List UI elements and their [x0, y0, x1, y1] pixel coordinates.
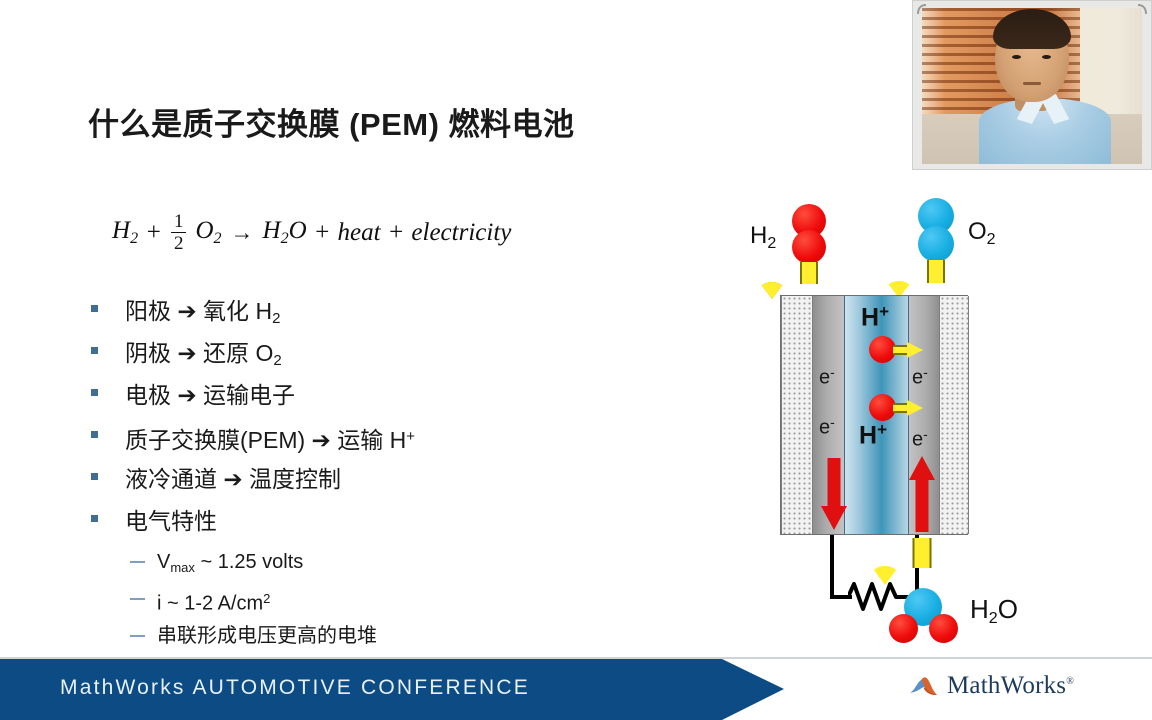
equation-o2: O2 [195, 216, 222, 248]
dash-icon [130, 635, 145, 637]
presenter-eye-right [1042, 54, 1051, 59]
sub-bullet-text: Vmax ~ 1.25 volts [157, 551, 304, 575]
list-item: 质子交换膜(PEM) ➔ 运输 H+ [88, 418, 648, 456]
bullet-text: 电极 ➔ 运输电子 [125, 382, 296, 408]
proton-transport-arrow-icon [893, 342, 923, 358]
circuit-wire-left [830, 535, 834, 598]
bullet-list: 阳极 ➔ 氧化 H2 阴极 ➔ 还原 O2 电极 ➔ 运输电子 质子交换膜(PE… [88, 292, 648, 655]
equation-plus-3: + [387, 218, 405, 246]
proton-label-bottom: H+ [859, 420, 887, 450]
proton-transport-arrow-icon [893, 400, 923, 416]
sub-bullet-text: i ~ 1-2 A/cm2 [157, 591, 271, 615]
list-item: 电气特性 [88, 502, 648, 540]
bullet-square-icon [91, 515, 98, 522]
fuel-cell-body: H+ H+ e- e- e- e- [780, 295, 969, 535]
webcam-video-frame [922, 8, 1142, 164]
conference-banner [0, 659, 784, 720]
webcam-video-panel[interactable] [912, 0, 1152, 170]
chemical-equation: H2 + 1 2 O2 → H2O + heat + electricity [112, 212, 511, 253]
resistor-icon [848, 582, 902, 611]
equation-plus-1: + [145, 218, 162, 246]
water-label: H2O [970, 594, 1018, 627]
electron-label-cathode-top: e- [912, 364, 928, 389]
clip-top-left-icon [917, 4, 927, 15]
water-outlet-arrow-icon [871, 538, 937, 586]
hydrogen-atom-icon [929, 614, 958, 643]
bullet-text: 阴极 ➔ 还原 O2 [125, 340, 282, 369]
proton-particle-icon [869, 336, 896, 363]
dash-icon [130, 598, 145, 600]
equation-arrow-icon: → [230, 219, 254, 245]
electron-label-anode-top: e- [819, 364, 835, 389]
page-title: 什么是质子交换膜 (PEM) 燃料电池 [88, 107, 575, 142]
cathode-flow-plate [939, 296, 969, 534]
equation-h2: H2 [112, 216, 139, 248]
equation-heat: heat [337, 218, 381, 246]
presenter-mouth [1023, 81, 1041, 85]
list-item: 液冷通道 ➔ 温度控制 [88, 460, 648, 498]
bullet-square-icon [91, 473, 98, 480]
sub-list-item: Vmax ~ 1.25 volts [88, 544, 648, 580]
hydrogen-label: H2 [750, 222, 777, 252]
bullet-text: 阳极 ➔ 氧化 H2 [125, 298, 281, 327]
bullet-square-icon [91, 431, 98, 438]
presenter-eye-left [1012, 54, 1021, 59]
proton-label-top: H+ [861, 302, 889, 332]
presenter-hair [993, 8, 1071, 49]
sub-list-item: i ~ 1-2 A/cm2 [88, 581, 648, 617]
anode-electron-flow-arrow-icon [821, 458, 847, 530]
hydrogen-inlet-arrow-icon [759, 262, 822, 299]
footer-divider [0, 657, 1152, 659]
mathworks-membrane-icon [908, 677, 938, 695]
mathworks-logo: MathWorks® [908, 672, 1074, 700]
electron-label-anode-bottom: e- [819, 414, 835, 439]
equation-electricity: electricity [411, 218, 512, 246]
circuit-wire-bottom-left [830, 595, 852, 599]
equation-plus-2: + [313, 218, 331, 246]
oxygen-label: O2 [968, 218, 996, 248]
cathode-electron-flow-arrow-icon [909, 456, 935, 532]
hydrogen-atom-icon [889, 614, 918, 643]
bullet-text: 电气特性 [125, 508, 217, 534]
conference-banner-text: MathWorks AUTOMOTIVE CONFERENCE [60, 676, 530, 699]
bullet-text: 液冷通道 ➔ 温度控制 [125, 466, 342, 492]
sub-list-item: 串联形成电压更高的电堆 [88, 618, 648, 654]
sub-bullet-text: 串联形成电压更高的电堆 [157, 625, 377, 647]
fuel-cell-diagram: H2 O2 H+ H+ e- e- [730, 190, 1060, 650]
dash-icon [130, 561, 145, 563]
list-item: 阳极 ➔ 氧化 H2 [88, 292, 648, 330]
clip-top-right-icon [1137, 4, 1147, 15]
oxygen-inlet-arrow-icon [886, 260, 949, 298]
oxygen-atom-icon [918, 226, 954, 262]
list-item: 电极 ➔ 运输电子 [88, 376, 648, 414]
bullet-square-icon [91, 347, 98, 354]
list-item: 阴极 ➔ 还原 O2 [88, 334, 648, 372]
bullet-square-icon [91, 389, 98, 396]
anode-flow-plate [781, 296, 813, 534]
hydrogen-atom-icon [792, 230, 826, 264]
bullet-square-icon [91, 305, 98, 312]
equation-half-fraction: 1 2 [170, 212, 187, 253]
electron-label-cathode-bottom: e- [912, 426, 928, 451]
bullet-text: 质子交换膜(PEM) ➔ 运输 H+ [125, 426, 415, 453]
proton-particle-icon [869, 394, 896, 421]
mathworks-logo-text: MathWorks® [947, 672, 1075, 699]
equation-h2o: H2O [262, 216, 307, 248]
